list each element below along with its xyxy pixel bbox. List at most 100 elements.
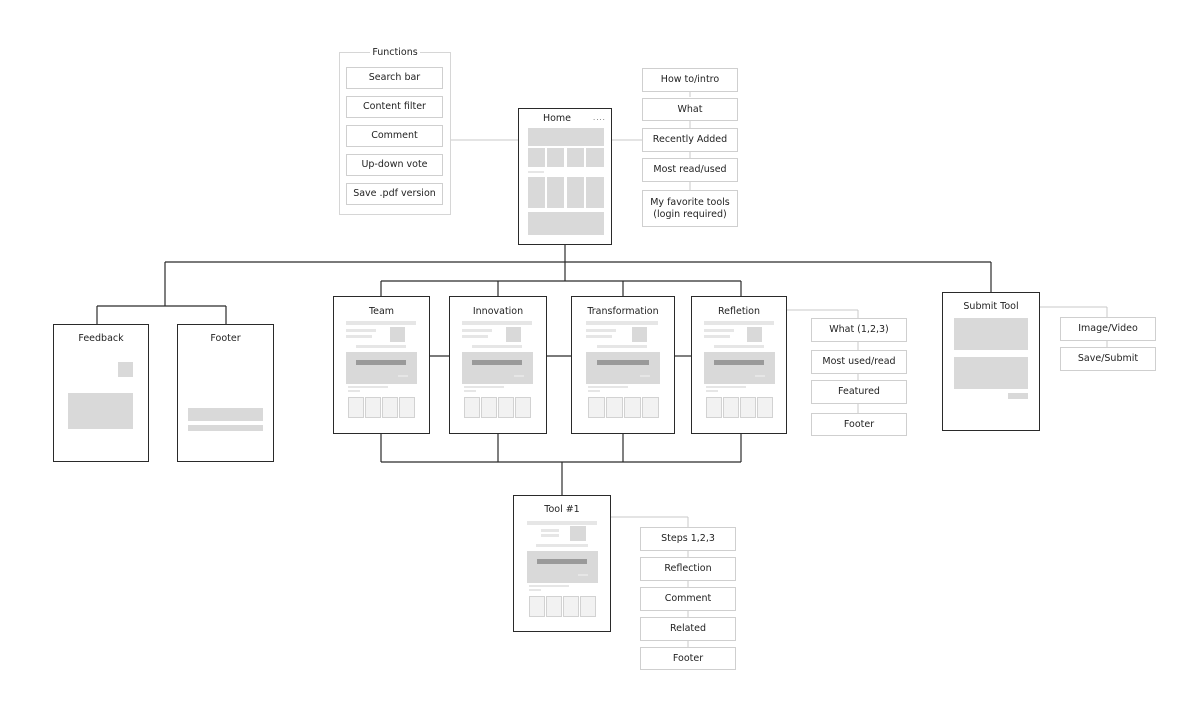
wire-line [541, 534, 559, 537]
wire-image [632, 327, 647, 342]
innovation-title: Innovation [472, 306, 524, 317]
wire-line [529, 585, 569, 587]
home-section-most-read-used: Most read/used [642, 158, 738, 182]
wire-image [747, 327, 762, 342]
wire-line [346, 321, 416, 325]
wire-banner [346, 352, 417, 384]
home-footer-block [528, 212, 604, 235]
wire-card [706, 397, 722, 418]
wire-search [472, 360, 522, 365]
wire-line [640, 375, 650, 377]
footer-page: Footer [177, 324, 274, 462]
function-save-pdf: Save .pdf version [346, 183, 443, 205]
wire-line [536, 544, 588, 547]
wire-line [578, 574, 588, 576]
home-title: Home [542, 113, 572, 124]
feedback-small-block [118, 362, 133, 377]
category-section-featured: Featured [811, 380, 907, 404]
wire-line [462, 329, 492, 332]
team-title: Team [368, 306, 395, 317]
home-section-recently-added: Recently Added [642, 128, 738, 152]
category-section-footer: Footer [811, 413, 907, 436]
wire-line [755, 375, 765, 377]
footer-title: Footer [210, 333, 241, 344]
wire-card [498, 397, 514, 418]
wire-line [462, 335, 488, 338]
wire-card [606, 397, 623, 418]
wire-search [537, 559, 587, 564]
home-card [586, 148, 604, 167]
wire-line [348, 390, 360, 392]
submit-section-save-submit: Save/Submit [1060, 347, 1156, 371]
tool-section-reflection: Reflection [640, 557, 736, 581]
wire-banner [704, 352, 775, 384]
wire-search [356, 360, 406, 365]
wire-line [704, 321, 774, 325]
submit-media-block [954, 318, 1028, 350]
refletion-page: Refletion [691, 296, 787, 434]
tool-section-footer: Footer [640, 647, 736, 670]
wire-card [399, 397, 415, 418]
wire-card [515, 397, 531, 418]
wire-line [529, 589, 541, 591]
wire-line [464, 386, 504, 388]
home-section-my-favorite-tools: My favorite tools (login required) [642, 190, 738, 227]
wire-line [597, 345, 647, 348]
wire-line [588, 386, 628, 388]
wire-image [390, 327, 405, 342]
wire-line [464, 390, 476, 392]
wire-line [588, 390, 600, 392]
innovation-page: Innovation [449, 296, 547, 434]
function-comment: Comment [346, 125, 443, 147]
wire-line [398, 375, 408, 377]
footer-block [188, 408, 263, 421]
wire-card [464, 397, 480, 418]
wire-search [714, 360, 764, 365]
wire-line [346, 335, 372, 338]
wire-line [586, 329, 616, 332]
wire-line [704, 329, 734, 332]
wire-line [462, 321, 532, 325]
home-card [567, 148, 584, 167]
function-search-bar: Search bar [346, 67, 443, 89]
home-card [528, 177, 545, 208]
wire-card [529, 596, 545, 617]
wire-line [704, 335, 730, 338]
wire-card [723, 397, 739, 418]
wire-line [356, 345, 406, 348]
feedback-form-block [68, 393, 133, 429]
wire-card [588, 397, 605, 418]
wire-card [757, 397, 773, 418]
wire-card [580, 596, 596, 617]
wire-line [527, 521, 597, 525]
tool-section-comment: Comment [640, 587, 736, 611]
wire-card [642, 397, 659, 418]
feedback-page: Feedback [53, 324, 149, 462]
wire-search [597, 360, 649, 365]
home-card [547, 148, 564, 167]
wire-line [346, 329, 376, 332]
transformation-title: Transformation [587, 306, 659, 317]
wire-line [472, 345, 522, 348]
wire-banner [462, 352, 533, 384]
home-card [567, 177, 584, 208]
wire-line [714, 345, 764, 348]
category-section-what: What (1,2,3) [811, 318, 907, 342]
home-card [586, 177, 604, 208]
home-label-line [528, 171, 544, 173]
tool-section-steps: Steps 1,2,3 [640, 527, 736, 551]
submit-form-block [954, 357, 1028, 389]
wire-line [586, 335, 612, 338]
tool-section-related: Related [640, 617, 736, 641]
home-page: Home .... [518, 108, 612, 245]
home-card [528, 148, 545, 167]
wire-line [586, 321, 658, 325]
wire-line [514, 375, 524, 377]
tool1-title: Tool #1 [544, 504, 580, 515]
wire-line [348, 386, 388, 388]
feedback-title: Feedback [78, 333, 124, 344]
home-card [547, 177, 564, 208]
wire-image [570, 526, 586, 541]
wire-card [624, 397, 641, 418]
footer-block [188, 425, 263, 431]
